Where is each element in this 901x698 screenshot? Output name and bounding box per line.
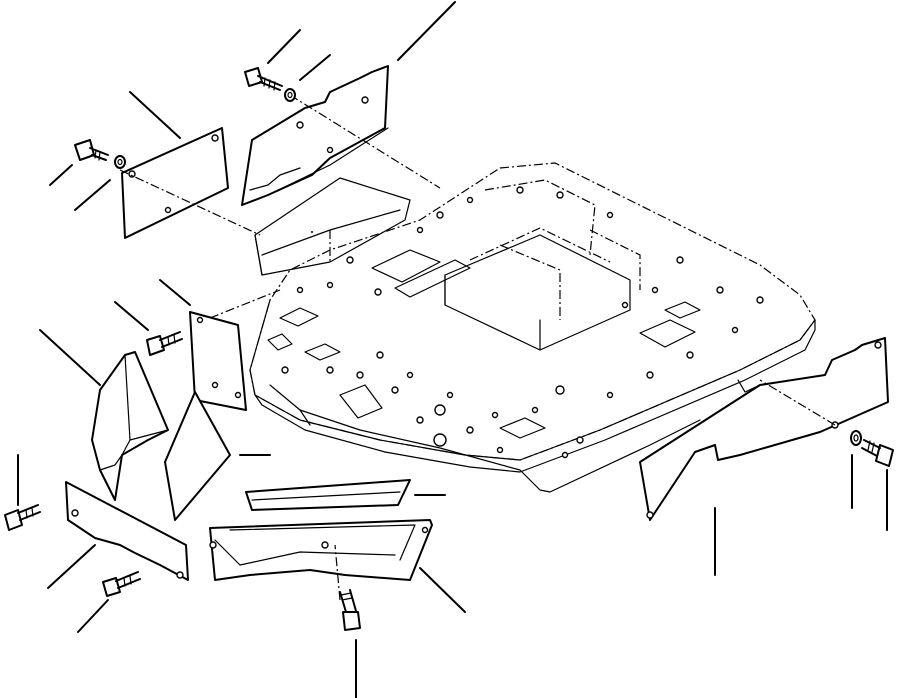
bolt-5 xyxy=(102,571,141,597)
callout-leaders xyxy=(17,1,888,698)
bolt-2 xyxy=(74,139,109,161)
side-cover-left-front xyxy=(189,311,247,411)
washer-2 xyxy=(114,155,126,169)
bottom-cover-front xyxy=(65,481,189,581)
bottom-cover-long xyxy=(209,519,433,581)
top-cover-rear xyxy=(241,65,389,206)
bottom-cover-small xyxy=(245,479,411,511)
side-cover-left-inner xyxy=(164,391,231,521)
bolt-1 xyxy=(244,67,283,91)
bolt-7 xyxy=(861,439,894,467)
assembly-lines xyxy=(119,94,836,601)
bolt-4 xyxy=(4,504,41,531)
frame-holes xyxy=(281,186,764,459)
frame-left-box xyxy=(254,177,411,276)
bolt-3 xyxy=(146,331,183,356)
top-cover-left xyxy=(121,127,229,239)
washer-1 xyxy=(284,88,296,102)
frame-plate xyxy=(249,162,816,493)
bolt-6 xyxy=(339,589,361,631)
side-cover-right xyxy=(639,337,889,521)
washer-3 xyxy=(850,430,862,446)
bottom-cover-corner xyxy=(91,351,169,501)
